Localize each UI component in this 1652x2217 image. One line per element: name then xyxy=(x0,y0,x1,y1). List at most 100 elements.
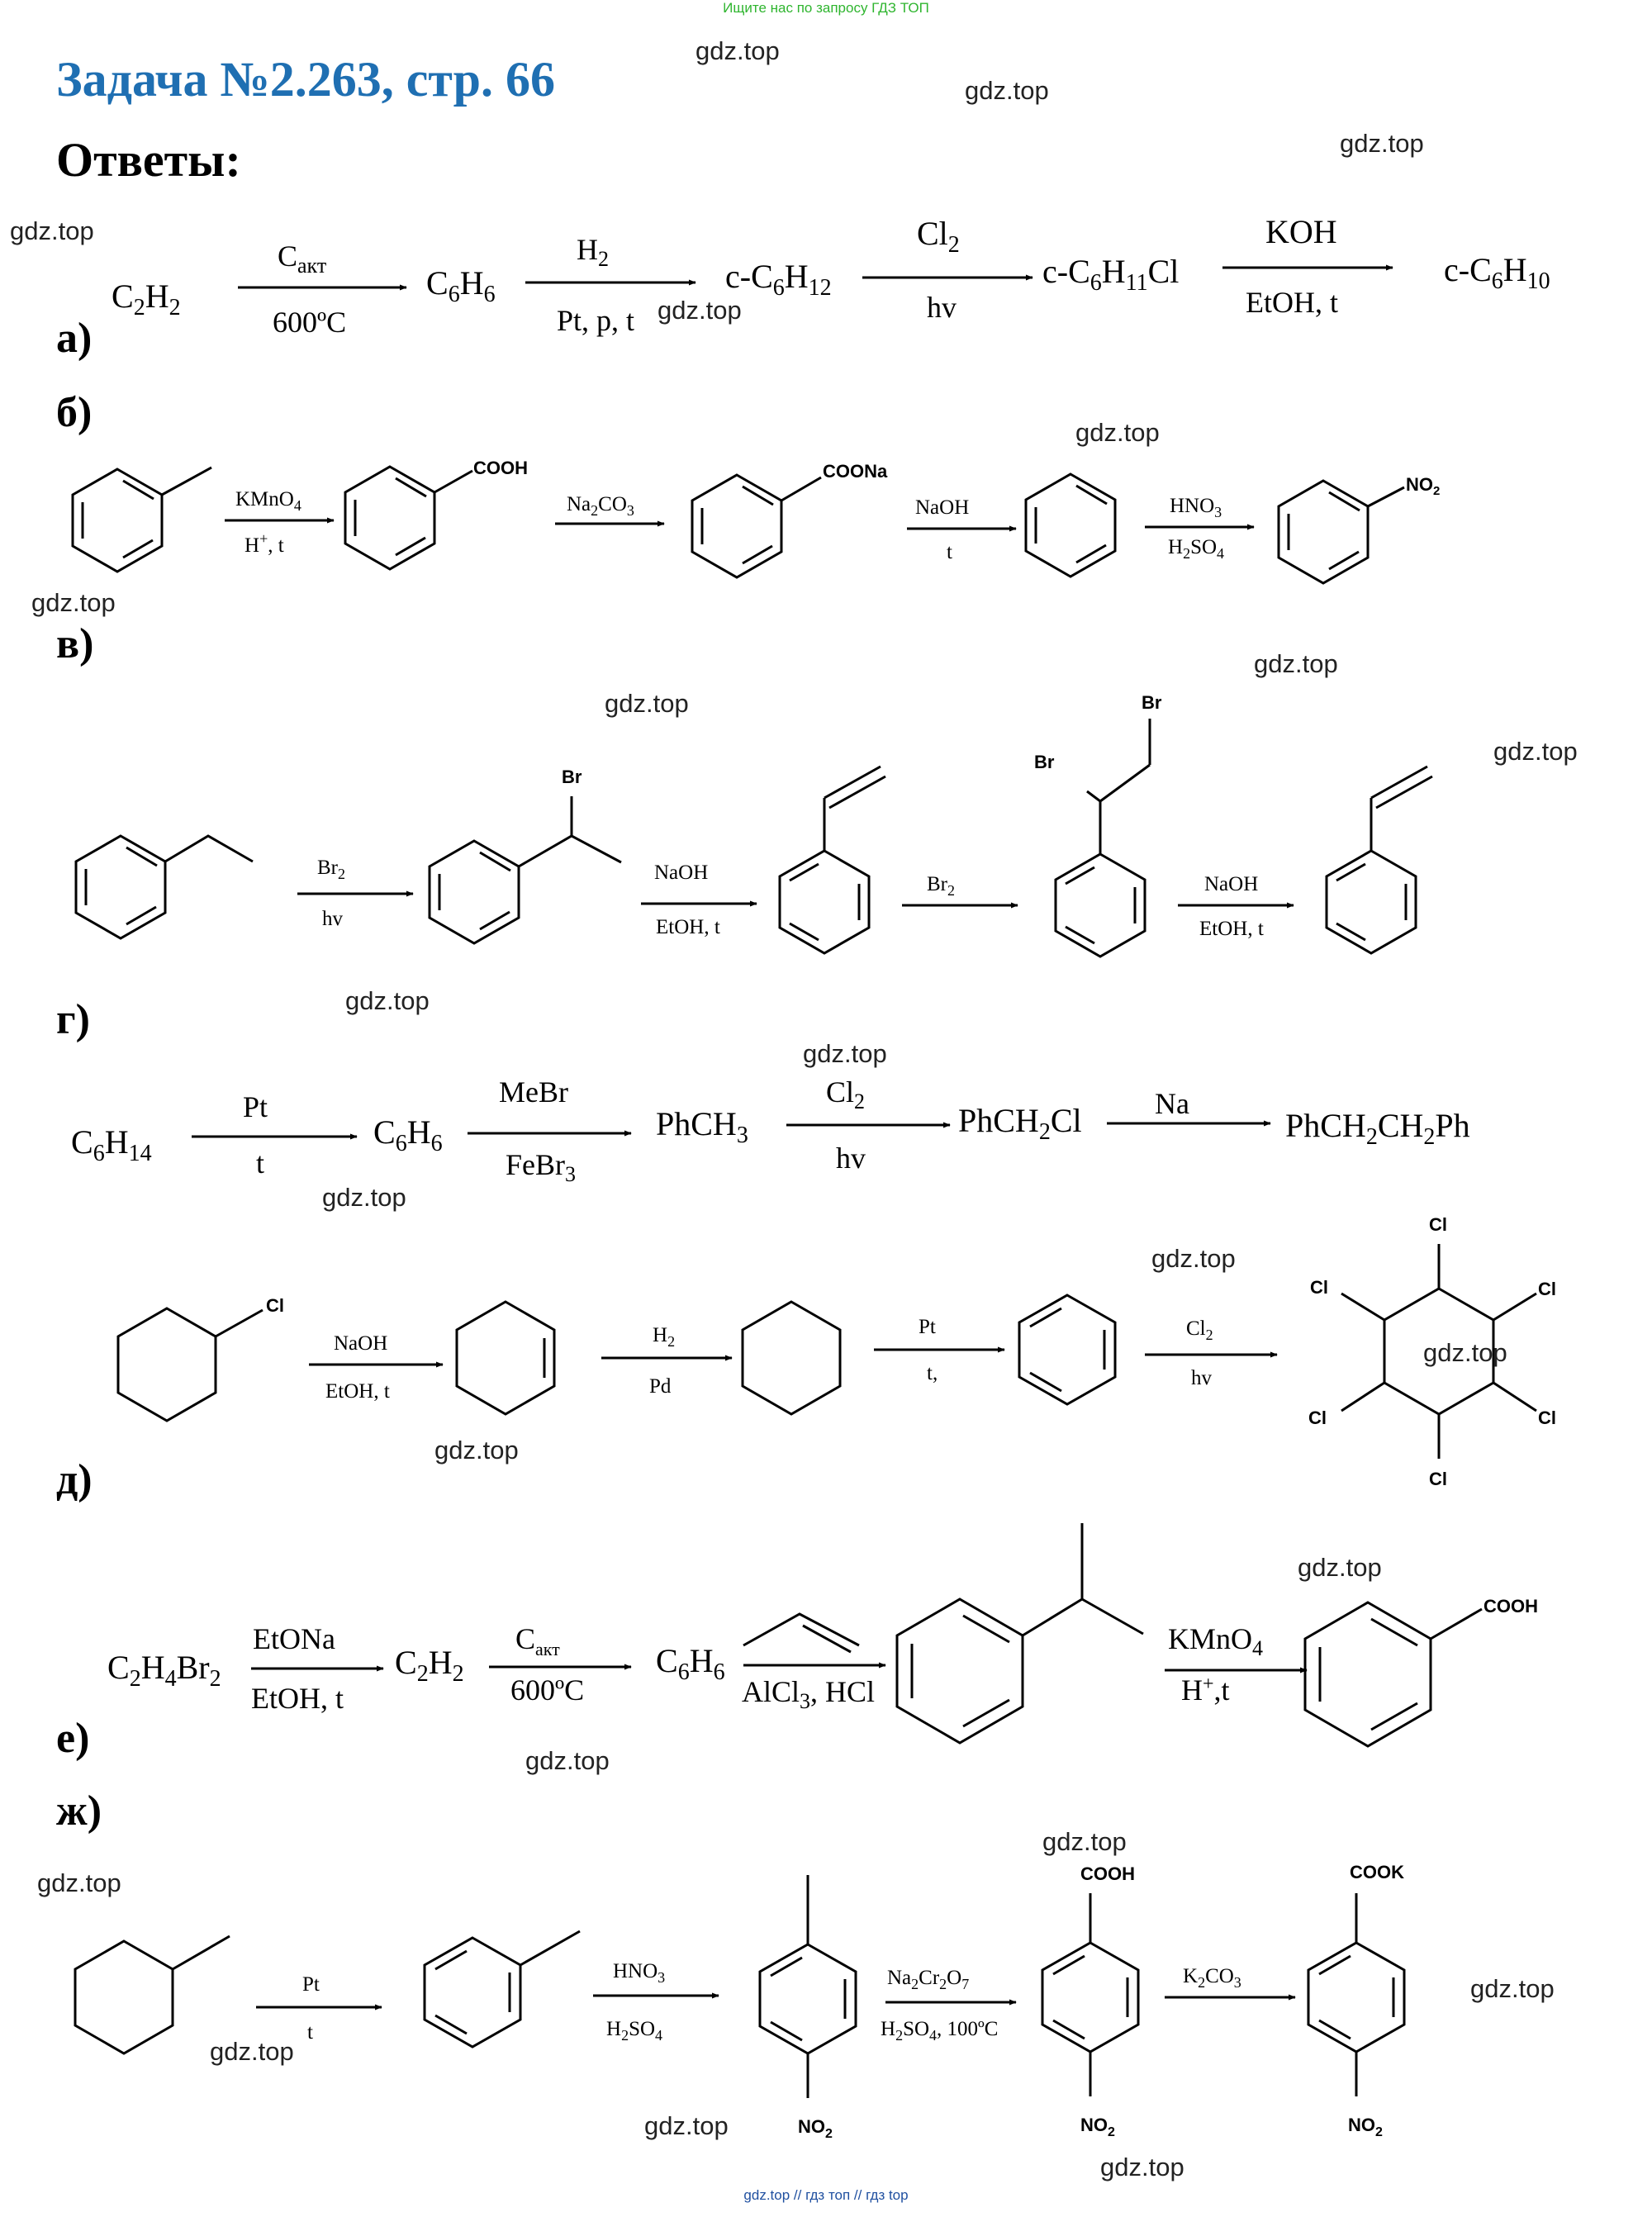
reagent-pt: Pt xyxy=(919,1316,936,1338)
footer-note: gdz.top // гдз топ // гдз top xyxy=(743,2187,909,2203)
bond xyxy=(1367,486,1405,508)
group-no2: NO2 xyxy=(1406,474,1440,498)
reagent-koh: KOH xyxy=(1265,213,1337,250)
reagent-mebr: MeBr xyxy=(499,1075,568,1108)
formula-c-c6h10: c-C6H10 xyxy=(1444,251,1550,294)
molecule-benzene xyxy=(1024,472,1117,578)
atom-cl: Cl xyxy=(1308,1408,1327,1428)
bond xyxy=(520,1930,581,1967)
formula-c-c6h11cl: c-C6H11Cl xyxy=(1042,253,1179,296)
molecule-hexachlorocyclohexane xyxy=(1383,1287,1495,1416)
molecule-ethylbenzene xyxy=(74,834,167,940)
scheme-a: C2H2 Cакт 600ºC C6H6 H2 Pt, p, t c-C6H12… xyxy=(112,213,1550,339)
bond xyxy=(802,1624,852,1654)
page-title: Задача №2.263, стр. 66 xyxy=(56,52,555,107)
watermark: gdz.top xyxy=(210,2037,294,2066)
label-e: е) xyxy=(56,1715,90,1762)
molecule-potassium-p-nitrobenzoate xyxy=(1307,1941,1406,2053)
bond xyxy=(1493,1381,1537,1412)
scheme-g: C6H14 Pt t C6H6 MeBr FeBr3 PhCH3 Cl2 hv … xyxy=(71,1075,1470,1186)
molecule-p-nitrobenzoic-acid xyxy=(1041,1941,1140,2053)
reagent-hno3: HNO3 xyxy=(1170,495,1222,520)
watermark: gdz.top xyxy=(37,1868,121,1897)
bond xyxy=(1022,1597,1083,1637)
reagent-cl2: Cl2 xyxy=(826,1075,865,1113)
group-no2: NO2 xyxy=(798,2116,833,2141)
molecule-cumene xyxy=(895,1597,1024,1745)
condition-t: t, xyxy=(927,1362,938,1384)
molecule-bromoethylbenzene xyxy=(428,839,520,945)
condition-etoh-t: EtOH, t xyxy=(1199,918,1264,940)
molecule-styrene xyxy=(1325,849,1417,955)
bond xyxy=(1375,775,1433,809)
reagent-k2co3: K2CO3 xyxy=(1183,1965,1241,1991)
group-cook: COOK xyxy=(1350,1862,1404,1882)
watermark: gdz.top xyxy=(644,2111,729,2140)
label-zh: ж) xyxy=(56,1787,102,1835)
formula-c6h6: C6H6 xyxy=(373,1113,443,1156)
molecule-styrene xyxy=(778,849,871,955)
watermark: gdz.top xyxy=(31,588,116,617)
watermark: gdz.top xyxy=(1100,2153,1184,2181)
reagent-cl2: Cl2 xyxy=(1186,1317,1213,1343)
reagent-h2: H2 xyxy=(577,233,609,271)
scheme-e: C2H4Br2 EtONa EtOH, t C2H2 Cакт 600ºC C6… xyxy=(107,1523,1538,1748)
bond xyxy=(518,834,622,868)
bond xyxy=(1086,790,1101,803)
bond xyxy=(1099,763,1151,803)
bond xyxy=(215,1308,263,1338)
reagent-kmno4: KMnO4 xyxy=(1168,1622,1263,1660)
bond xyxy=(1370,1702,1418,1731)
molecule-cyclohexene xyxy=(455,1300,556,1416)
watermark: gdz.top xyxy=(1298,1553,1382,1582)
reagent-febr3: FeBr3 xyxy=(506,1148,576,1186)
label-d: д) xyxy=(56,1456,93,1503)
condition-etoh-t: EtOH, t xyxy=(325,1380,390,1403)
condition-hv: hv xyxy=(1191,1367,1213,1389)
condition-etoh-t: EtOH, t xyxy=(1246,286,1338,319)
watermark: gdz.top xyxy=(10,216,94,245)
molecule-cyclohexane xyxy=(741,1300,842,1416)
formula-phch2ch2ph: PhCH2CH2Ph xyxy=(1285,1107,1470,1150)
watermark: gdz.top xyxy=(1042,1827,1127,1856)
reagent-pt: Pt xyxy=(302,1973,320,1996)
molecule-dibromoethylbenzene xyxy=(1054,852,1146,958)
label-b: б) xyxy=(56,389,93,436)
atom-cl: Cl xyxy=(1538,1279,1556,1299)
formula-phch2cl: PhCH2Cl xyxy=(958,1102,1082,1145)
watermark: gdz.top xyxy=(965,76,1049,105)
bond xyxy=(172,1935,230,1971)
scheme-zh: Pt t HNO3 H2SO4 NO2 Na2Cr2O7 H2SO4, 100º… xyxy=(74,1862,1406,2141)
condition-h-t: H+, t xyxy=(244,530,284,557)
bond xyxy=(164,834,254,863)
label-v: в) xyxy=(56,620,94,667)
watermark: gdz.top xyxy=(1470,1974,1555,2003)
scheme-v: Br2 hv Br NaOH EtOH, t Br2 Br Br NaOH Et… xyxy=(74,692,1433,958)
reagent-br2: Br2 xyxy=(317,857,345,882)
bond xyxy=(161,466,212,496)
bond xyxy=(1341,1381,1385,1412)
condition-t: t xyxy=(256,1146,264,1180)
reagent-kmno4: KMnO4 xyxy=(235,488,301,514)
watermark: gdz.top xyxy=(1075,418,1160,447)
group-coona: COONa xyxy=(823,461,888,482)
watermark: gdz.top xyxy=(605,689,689,718)
condition-hv: hv xyxy=(322,908,344,930)
watermark: gdz.top xyxy=(434,1436,519,1465)
atom-cl: Cl xyxy=(1429,1469,1447,1489)
molecule-benzene xyxy=(1018,1294,1117,1406)
formula-c2h4br2: C2H4Br2 xyxy=(107,1649,221,1692)
group-cooh: COOH xyxy=(473,458,528,478)
watermark: gdz.top xyxy=(657,296,742,325)
group-cooh: COOH xyxy=(1080,1863,1135,1884)
molecule-methylcyclohexane xyxy=(74,1939,174,2055)
reagent-h2so4: H2SO4 xyxy=(606,2018,662,2044)
watermark: gdz.top xyxy=(345,986,430,1015)
bond xyxy=(962,1614,1010,1644)
reagent-naoh: NaOH xyxy=(915,496,969,519)
bond xyxy=(824,765,881,800)
molecule-toluene xyxy=(423,1936,522,2048)
condition-t: t xyxy=(947,541,952,563)
condition-hv: hv xyxy=(927,291,957,324)
formula-c6h6: C6H6 xyxy=(426,264,496,307)
